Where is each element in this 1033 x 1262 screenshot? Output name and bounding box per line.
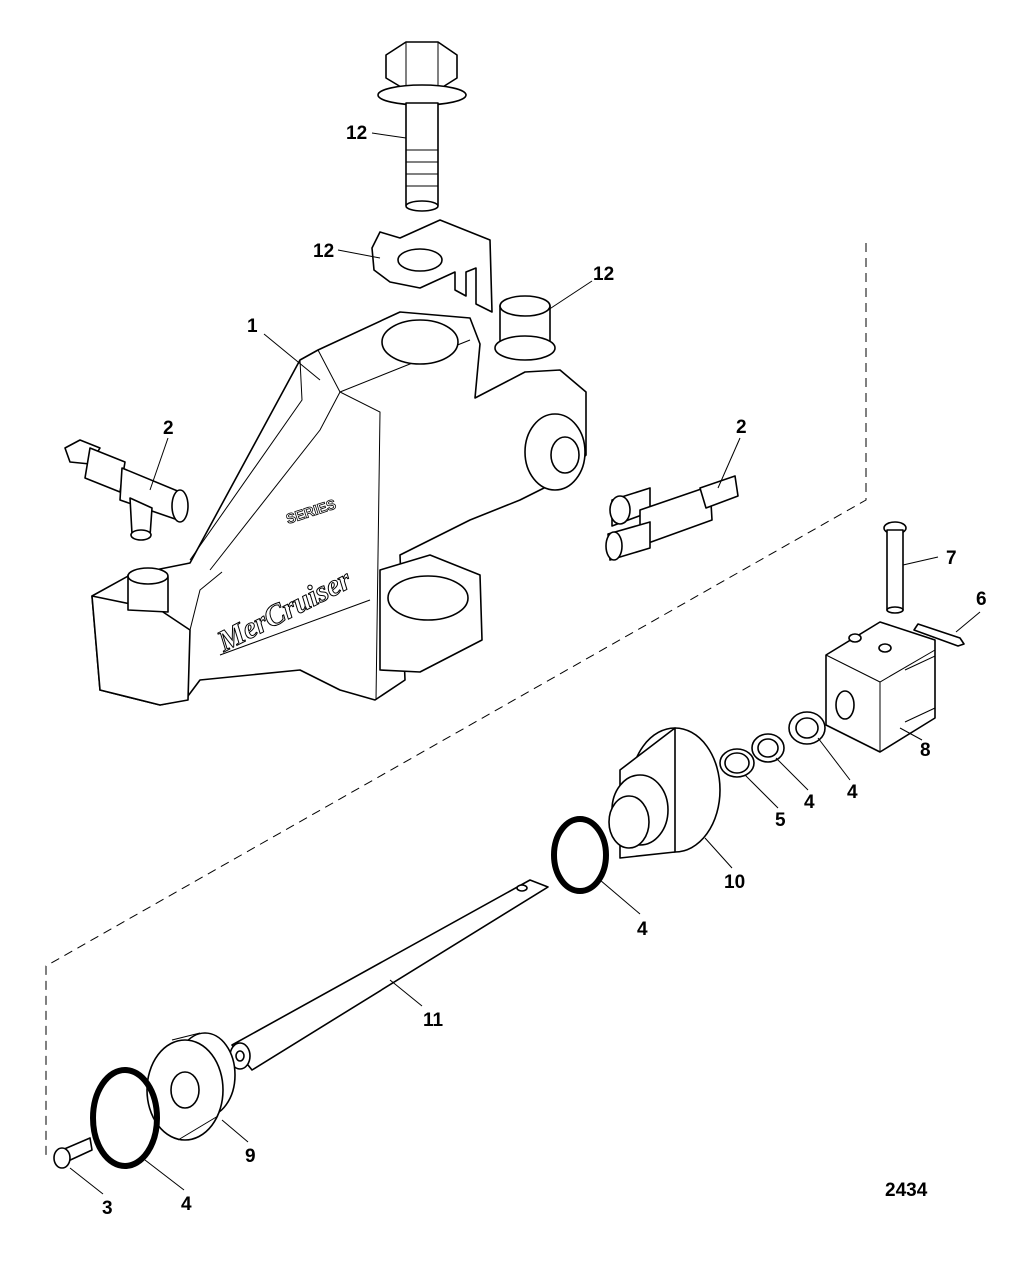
flange-bolt (377, 41, 467, 212)
callout-9-piston: 9 (245, 1146, 256, 1167)
callout-3-screw: 3 (102, 1198, 113, 1219)
leader-lines (69, 132, 981, 1195)
callout-2-left-fitting: 2 (163, 418, 174, 439)
retaining-ring (719, 748, 755, 778)
callout-10-gland: 10 (724, 872, 745, 893)
o-ring-piston (90, 1067, 160, 1169)
callout-6-cotter-pin: 6 (976, 589, 987, 610)
steering-bracket-body (91, 311, 587, 706)
figure-number: 2434 (885, 1180, 928, 1201)
tab-lock-washer (371, 219, 493, 313)
o-ring-gland (551, 816, 609, 894)
callout-2-right-fitting: 2 (736, 417, 747, 438)
tee-fitting-left (64, 439, 189, 541)
small-seal-ring-b (751, 733, 785, 763)
assembly-boundary-dashed (45, 243, 867, 1160)
callout-7-clevis-pin: 7 (946, 548, 957, 569)
callout-11-piston-rod: 11 (423, 1010, 444, 1031)
callout-5-retaining-ring: 5 (775, 810, 786, 831)
callout-labels: 12 12 12 1 2 2 7 6 8 4 4 5 10 4 11 9 4 3… (102, 123, 987, 1219)
cylinder-gland (608, 727, 721, 859)
callout-12-bolt: 12 (346, 123, 367, 144)
tee-fitting-right (605, 475, 739, 561)
set-screw (53, 1137, 93, 1169)
cotter-pin (913, 623, 965, 647)
piston-rod (229, 879, 549, 1071)
callout-4-o-ring-piston: 4 (181, 1194, 192, 1215)
clevis-block (825, 621, 936, 753)
callout-1-bracket: 1 (247, 316, 258, 337)
clevis-pin (883, 521, 907, 614)
callout-12-washer: 12 (313, 241, 334, 262)
callout-4-seal-b: 4 (804, 792, 815, 813)
small-seal-ring-a (788, 711, 826, 745)
piston (146, 1032, 236, 1141)
callout-12-bushing: 12 (593, 264, 614, 285)
bushing (494, 295, 556, 361)
callout-8-clevis-block: 8 (920, 740, 931, 761)
callout-4-o-ring-gland: 4 (637, 919, 648, 940)
callout-4-seal-a: 4 (847, 782, 858, 803)
